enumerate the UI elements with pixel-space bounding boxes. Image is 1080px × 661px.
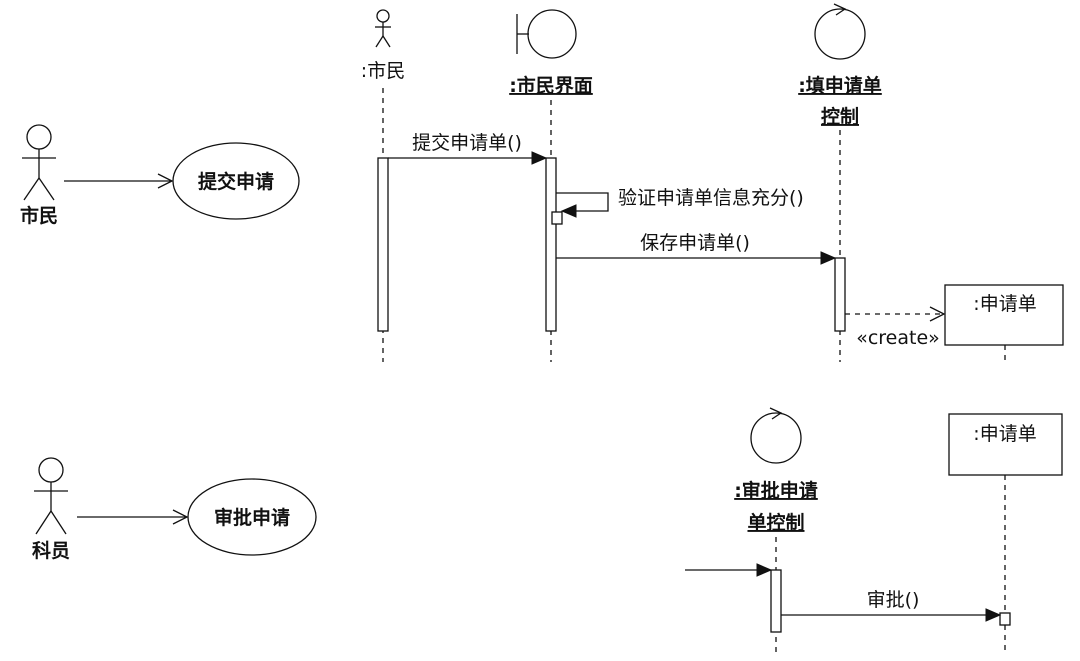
use-case-approve [187, 478, 317, 556]
activation-form-2 [999, 612, 1011, 626]
object-form-box-2 [948, 413, 1063, 476]
actor-clerk-label: 科员 [32, 539, 70, 562]
actor-citizen-label: 市民 [20, 204, 58, 227]
message-submit-label: 提交申请单() [412, 132, 522, 154]
actor-leg-left [23, 177, 40, 201]
association-approve [77, 509, 189, 525]
message-create-label: «create» [856, 327, 940, 349]
activation-control [834, 257, 846, 332]
message-create [845, 306, 946, 322]
activation-approve-control [770, 569, 782, 633]
object-form-box [944, 284, 1064, 346]
message-approve-label: 审批() [867, 589, 920, 611]
actor-clerk-usecase [34, 457, 68, 535]
actor-head [26, 124, 52, 150]
control-icon [750, 407, 802, 464]
activation-citizen [377, 157, 389, 332]
message-save [556, 251, 837, 265]
boundary-icon [516, 9, 577, 59]
use-case-approve-label: 审批申请 [214, 506, 290, 529]
message-save-label: 保存申请单() [640, 232, 750, 254]
object-form-label: :申请单 [973, 293, 1036, 315]
actor-head [38, 457, 64, 483]
message-found [685, 563, 773, 577]
lifeline-control-label-2: 控制 [821, 105, 859, 128]
message-validate-label: 验证申请单信息充分() [618, 187, 804, 209]
lifeline-actor-citizen-icon [375, 9, 391, 48]
lifeline-approve-control-label-2: 单控制 [747, 511, 804, 534]
lifeline-ui-label: :市民界面 [509, 74, 593, 97]
lifeline-control-label-1: :填申请单 [798, 74, 882, 97]
use-case-submit-label: 提交申请 [198, 170, 274, 193]
actor-citizen-usecase [22, 124, 56, 201]
message-submit [388, 151, 548, 165]
message-approve [781, 608, 1002, 622]
object-form-label-2: :申请单 [973, 423, 1036, 445]
message-validate [556, 192, 609, 218]
lifeline-citizen-label: :市民 [361, 60, 405, 82]
actor-leg-right [38, 177, 55, 201]
control-icon [814, 3, 866, 60]
activation-ui [545, 157, 557, 332]
activation-ui-nested [551, 211, 563, 225]
association-submit [64, 173, 174, 189]
actor-leg-left [35, 510, 52, 535]
use-case-submit [172, 142, 300, 220]
lifeline-approve-control-label-1: :审批申请 [734, 479, 818, 502]
actor-leg-right [50, 510, 67, 535]
